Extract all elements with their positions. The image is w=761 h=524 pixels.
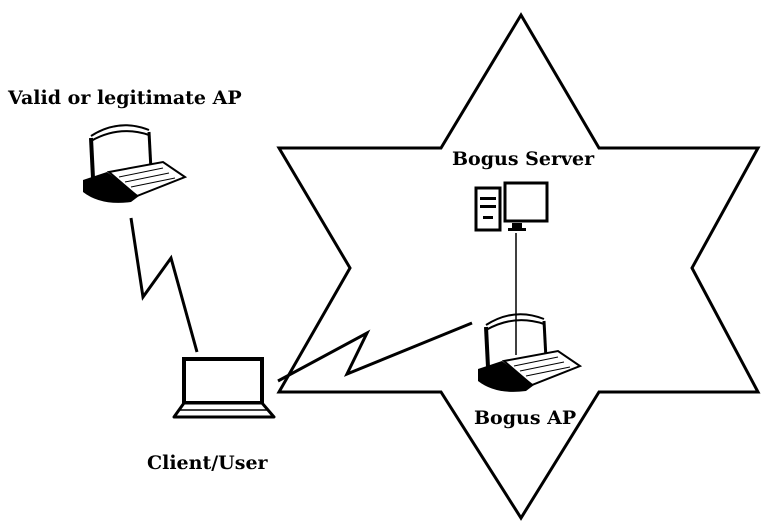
wireless-link-valid <box>129 217 199 353</box>
valid-ap-label: Valid or legitimate AP <box>7 87 242 109</box>
bogus-ap-label: Bogus AP <box>474 407 576 429</box>
bogus-server-icon <box>474 181 549 232</box>
client-label: Client/User <box>147 452 269 474</box>
bogus-server-label: Bogus Server <box>452 148 595 170</box>
valid-ap-icon <box>83 124 188 203</box>
wireless-link-bogus <box>277 321 473 383</box>
rogue-zone-star <box>276 12 761 521</box>
client-laptop-icon <box>172 357 276 419</box>
bogus-ap-icon <box>478 313 583 392</box>
